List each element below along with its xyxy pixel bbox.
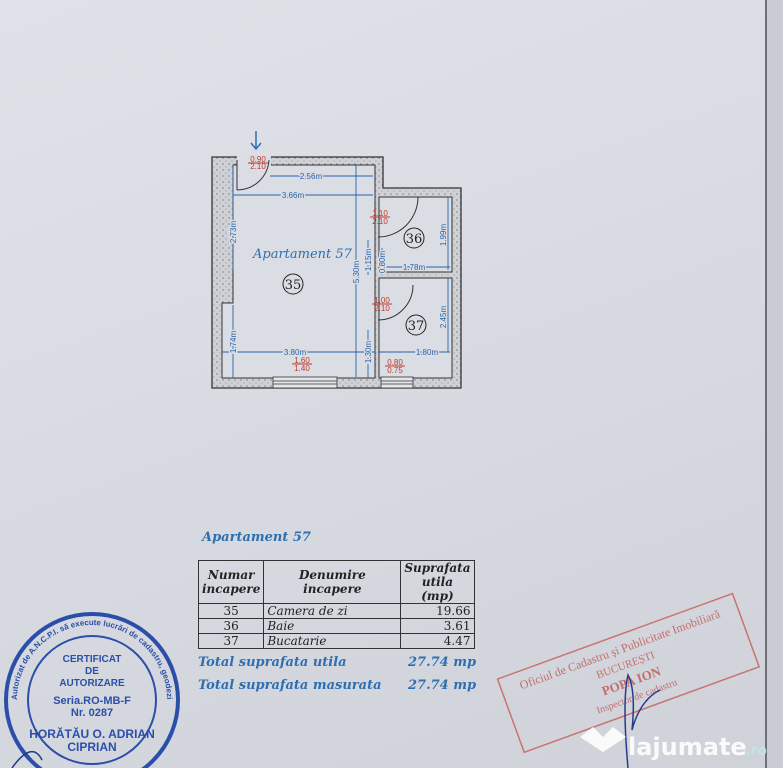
opening-width: 0.90 [250, 155, 266, 164]
entrance-arrow-icon [250, 131, 262, 151]
opening-height: 1.40 [294, 364, 310, 373]
stamp-line: HORĂTĂU O. ADRIAN [29, 726, 155, 741]
stamp-line: CIPRIAN [67, 740, 116, 754]
watermark-tld: .ro [745, 743, 767, 759]
stamp-line: CERTIFICAT [63, 654, 122, 665]
window [272, 376, 414, 389]
dim-label: 3.80m [284, 348, 307, 357]
dim-label: 5.30m [352, 261, 361, 284]
page-edge [765, 0, 767, 768]
opening-width: 0.80 [387, 358, 403, 367]
opening-height: 2.10 [372, 217, 388, 226]
opening-width: 1.00 [374, 296, 390, 305]
opening-height: 2.10 [250, 162, 266, 171]
opening-width: 1.60 [294, 356, 310, 365]
dim-label: 1.74m [229, 331, 238, 354]
room-number: 37 [408, 319, 425, 334]
dim-label: 1.15m [364, 249, 373, 272]
dim-label: 1.78m [403, 263, 426, 272]
watermark-brand: lajumate [628, 733, 747, 761]
table-title: Apartament 57 [202, 530, 311, 545]
room-number-circle [282, 273, 304, 295]
dim-label: 3.66m [282, 191, 305, 200]
dim-label: 1.30m [364, 341, 373, 364]
room-number: 35 [285, 278, 302, 293]
dim-label: 1.80m [416, 348, 439, 357]
total-utila-label: Total suprafata utila [198, 655, 347, 670]
door-swings [236, 159, 419, 321]
stamp-line: DE [85, 666, 99, 677]
entry-gap [237, 155, 271, 166]
room-35-floor [221, 164, 376, 379]
dim-label: 2.56m [300, 172, 323, 181]
room-number-circle [403, 227, 425, 249]
room-36-floor [378, 196, 453, 273]
total-masurata-value: 27.74 mp [408, 678, 477, 693]
lajumate-logo-icon [580, 727, 626, 752]
apartment-label: Apartament 57 [252, 247, 353, 262]
total-utila-value: 27.74 mp [408, 655, 477, 670]
dim-label: 0.80m [378, 251, 387, 274]
stamp-line: AUTORIZARE [59, 678, 125, 689]
stamp-line: Seria.RO-MB-F [53, 695, 131, 707]
opening-height: 0.75 [387, 366, 403, 375]
room-number: 36 [406, 232, 423, 247]
stamp-line: Nr. 0287 [71, 707, 113, 719]
total-masurata-label: Total suprafata masurata [198, 678, 382, 693]
dimension-lines [222, 165, 450, 378]
background-strip [767, 0, 783, 768]
room-number-circle [405, 314, 427, 336]
dim-label: 2.73m [229, 221, 238, 244]
watermark: lajumate .ro [580, 727, 767, 761]
signature-mark [11, 751, 43, 768]
cadastre-stamp: Oficiul de Cadastru și Publicitate Imobi… [496, 592, 761, 754]
dim-label: 2.45m [439, 306, 448, 329]
authorization-stamp: Autorizat de A.N.C.P.I. să execute lucră… [4, 612, 180, 768]
opening-height: 2.10 [374, 304, 390, 313]
room-37-floor [378, 277, 453, 379]
signature [624, 672, 661, 768]
opening-width: 1.10 [372, 209, 388, 218]
dim-label: 1.99m [439, 224, 448, 247]
